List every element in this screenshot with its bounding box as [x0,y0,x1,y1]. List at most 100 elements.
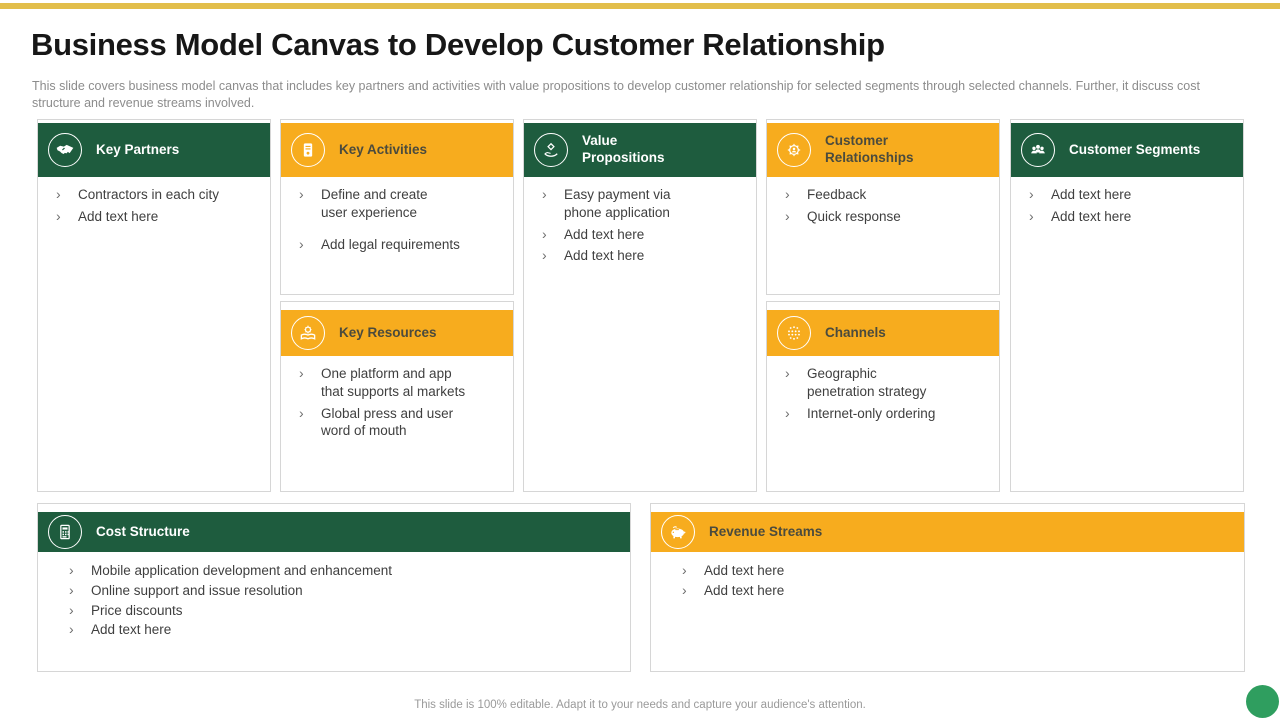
bullet-list: › Feedback › Quick response [767,177,999,226]
list-item: ›Contractors in each city [56,186,262,204]
bullet-text: Price discounts [91,602,183,618]
bullet-list: ›Contractors in each city›Add text here [38,177,270,226]
box-header: Key Activities [281,123,513,177]
bullet-text: Geographic penetration strategy [807,366,927,399]
top-accent-bar [0,3,1280,9]
box-header: Key Resources [281,310,513,356]
list-item: › Internet-only ordering [785,405,991,423]
box-title: Key Resources [339,324,437,340]
bullet-text: Easy payment via phone application [564,187,671,220]
bullet-chevron: › [542,247,547,264]
bullet-text: Add text here [564,248,645,264]
bullet-list: › Mobile application development and enha… [38,552,630,639]
bullet-text: Feedback [807,187,867,202]
list-item: › Add text here [682,582,1236,600]
bullet-chevron: › [56,186,61,202]
bullet-text: Add text here [704,563,785,578]
box-header: Revenue Streams [651,512,1244,552]
bullet-chevron: › [69,581,74,598]
document-icon [291,133,325,167]
bullet-chevron: › [69,621,74,638]
bullet-text: Add text here [91,622,172,638]
piggy-bank-icon [661,515,695,549]
box-title: Channels [825,324,886,340]
box-header: Cost Structure [38,512,630,552]
bullet-text: Add text here [1051,208,1132,224]
box-header: Customer Relationships [767,123,999,177]
list-item: › Feedback [785,186,991,204]
list-item: › Add legal requirements [299,236,505,254]
list-item: ›Add text here [56,208,262,226]
bullet-chevron: › [299,186,304,202]
list-item: › Geographic penetration strategy [785,365,991,401]
list-item: › Add text here [69,621,622,639]
slide-footer-note: This slide is 100% editable. Adapt it to… [414,699,866,711]
list-item: › Easy payment via phone application [542,186,748,222]
box-header: Key Partners [38,123,270,177]
bullet-chevron: › [785,186,790,202]
bullet-text: Internet-only ordering [807,405,936,421]
bullet-chevron: › [542,225,547,242]
box-title: Value Propositions [582,133,665,165]
bullet-chevron: › [1029,207,1034,224]
bullet-text: Add text here [564,226,645,242]
bullet-text: Add text here [78,208,159,224]
box-customer-segments: Customer Segments › Add text here › Add tex… [1010,119,1244,492]
bullet-text: Online support and issue resolution [91,582,303,598]
people-icon [1021,133,1055,167]
bullet-text: Add text here [1051,187,1132,202]
box-revenue-streams: Revenue Streams ›Add text here›Add text … [650,503,1245,672]
box-title: Revenue Streams [709,523,823,539]
bullet-list: › One platform and app that supports al m… [281,356,513,440]
bullet-text: Quick response [807,208,901,224]
box-value-propositions: Value Propositions › Easy payment via pho… [523,119,757,492]
bullet-text: Add legal requirements [321,236,460,252]
box-key-activities: Key Activities › Define and create user e… [280,119,514,295]
bullet-chevron: › [299,365,304,381]
list-item: › Define and create user experience [299,186,505,222]
page-subtitle: This slide covers business model canvas … [32,79,1200,111]
bullet-list: ›Add text here›Add text here [651,552,1244,600]
bullet-text: One platform and app that supports al ma… [321,366,466,399]
box-channels: Channels › Geographic penetration strateg… [766,301,1000,492]
bullet-text: Add text here [704,582,785,598]
list-item: › Add text here [542,247,748,265]
box-key-resources: Key Resources › One platform and app that… [280,301,514,492]
box-title: Cost Structure [96,523,190,539]
box-header: Channels [767,310,999,356]
list-item: › Add text here [542,226,748,244]
bullet-chevron: › [785,365,790,381]
bullet-text: Global press and user word of mouth [321,405,454,439]
bullet-chevron: › [69,562,74,578]
hand-diamond-icon [534,133,568,167]
bullet-text: Define and create user experience [321,187,428,220]
bullet-chevron: › [682,581,687,598]
box-key-partners: Key Partners ›Contractors in each city›A… [37,119,271,492]
box-title: Customer Segments [1069,141,1201,157]
list-item: › Quick response [785,208,991,226]
page-title: Business Model Canvas to Develop Custome… [31,27,885,62]
box-title: Key Activities [339,141,428,157]
list-item: › Add text here [1029,186,1235,204]
list-item: ›Price discounts [69,602,622,620]
bullet-chevron: › [785,404,790,421]
box-title: Key Partners [96,141,180,157]
list-item: › Global press and user word of mouth [299,405,505,441]
list-item: › Add text here [1029,208,1235,226]
bullet-chevron: › [1029,186,1034,202]
bullet-list: › Easy payment via phone application › Add … [524,177,756,265]
bullet-text: Mobile application development and enhan… [91,563,392,578]
green-dot [1246,685,1279,718]
bullet-chevron: › [542,186,547,202]
gear-person-icon [777,133,811,167]
bullet-chevron: › [299,235,304,252]
list-item: ›Add text here [682,562,1236,580]
bullet-chevron: › [299,404,304,421]
bullet-list: › Add text here › Add text here [1011,177,1243,226]
list-item: › One platform and app that supports al m… [299,365,505,401]
bullet-list: › Define and create user experience › Add l… [281,177,513,253]
gear-book-icon [291,316,325,350]
bullet-chevron: › [785,207,790,224]
box-title: Customer Relationships [825,133,914,165]
